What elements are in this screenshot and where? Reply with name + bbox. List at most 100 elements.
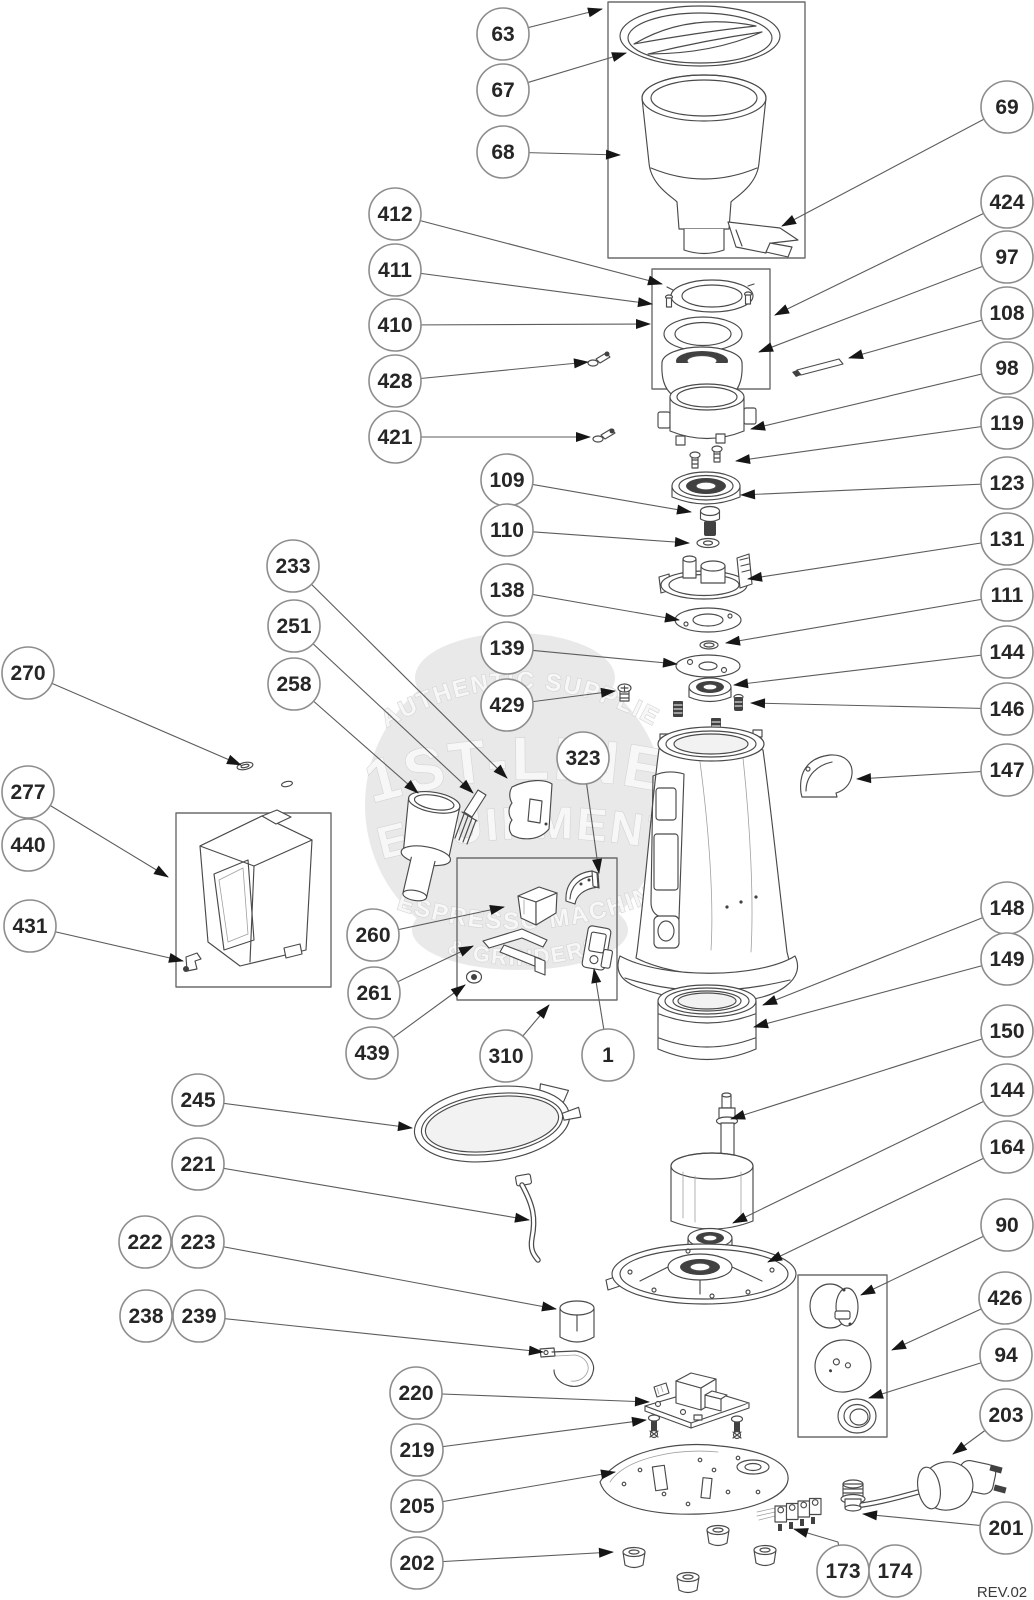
leader-411	[394, 269, 653, 308]
callout-label-223: 223	[180, 1231, 215, 1254]
callout-circle-258	[267, 657, 321, 711]
pcb-screws-drawing	[647, 1414, 744, 1440]
flap-drawing-323	[565, 870, 600, 905]
callout-119: 119	[980, 396, 1034, 450]
callout-circle-108	[980, 286, 1034, 340]
hopper-drawing	[641, 74, 767, 255]
callout-201: 201	[979, 1501, 1033, 1555]
callout-277: 277	[1, 765, 55, 819]
callout-label-251: 251	[276, 615, 311, 638]
callout-label-260: 260	[355, 924, 390, 947]
callout-circle-251	[267, 599, 321, 653]
oring-drawing	[699, 640, 719, 650]
leader-90	[860, 1224, 1008, 1296]
callout-67: 67	[476, 63, 530, 117]
callout-238: 238	[119, 1289, 173, 1343]
leader-412	[394, 213, 663, 286]
disc-drawing-139	[675, 654, 741, 678]
callout-circle-68	[476, 125, 530, 179]
callout-111: 111	[980, 568, 1034, 622]
leader-205	[416, 1469, 616, 1507]
callout-label-138: 138	[489, 579, 524, 602]
callout-circle-220	[389, 1366, 443, 1420]
callout-139: 139	[480, 621, 534, 675]
callout-164: 164	[980, 1120, 1034, 1174]
supplier-watermark: AUTHENTIC SUPPLIER 1ST-LINE EQUIPMENT ES…	[0, 0, 679, 971]
clamp-drawing	[539, 1347, 595, 1387]
callout-label-67: 67	[491, 79, 514, 102]
callout-label-431: 431	[12, 915, 47, 938]
callout-147: 147	[980, 743, 1034, 797]
leader-220	[415, 1392, 650, 1407]
leader-139	[506, 647, 678, 668]
callout-label-258: 258	[276, 673, 311, 696]
callout-circle-223	[171, 1215, 225, 1269]
callout-circle-67	[476, 63, 530, 117]
callout-108: 108	[980, 286, 1034, 340]
callout-63: 63	[476, 7, 530, 61]
callout-310: 310	[479, 1029, 533, 1083]
callout-label-119: 119	[990, 412, 1024, 435]
screw-drawing-146	[733, 693, 744, 711]
leader-lines	[27, 7, 1008, 1572]
seal-ring-drawing	[663, 316, 743, 352]
grounds-bin-box	[175, 812, 332, 988]
callout-323: 323	[556, 731, 610, 785]
leader-69	[781, 106, 1008, 227]
comb-drawing	[508, 780, 553, 840]
callout-circle-238	[119, 1289, 173, 1343]
leader-277	[27, 791, 169, 878]
callout-circle-261	[347, 966, 401, 1020]
callout-440: 440	[1, 818, 55, 872]
callout-410: 410	[368, 298, 422, 352]
callout-260: 260	[346, 908, 400, 962]
callout-circle-147	[980, 743, 1034, 797]
leader-98	[750, 367, 1008, 431]
callout-label-139: 139	[489, 637, 524, 660]
callout-123: 123	[980, 456, 1034, 510]
bean-gate-drawing	[727, 221, 799, 258]
callout-label-219: 219	[399, 1439, 434, 1462]
callout-circle-138	[480, 563, 534, 617]
callout-circle-411	[368, 243, 422, 297]
callout-circle-424	[980, 175, 1034, 229]
hopper-lid-drawing	[619, 5, 781, 67]
leader-123	[740, 482, 1008, 500]
callout-258: 258	[267, 657, 321, 711]
clip-screw-drawing-428	[587, 351, 611, 367]
callout-245: 245	[171, 1073, 225, 1127]
callout-label-1: 1	[602, 1044, 614, 1067]
callout-circle-277	[1, 765, 55, 819]
leader-270	[27, 672, 242, 766]
timer-knob-drawing	[809, 1283, 859, 1329]
callout-circle-440	[1, 818, 55, 872]
callout-97: 97	[980, 230, 1034, 284]
leader-149	[753, 958, 1008, 1029]
callout-429: 429	[480, 678, 534, 732]
callout-circle-412	[368, 187, 422, 241]
callout-68: 68	[476, 125, 530, 179]
leader-202	[416, 1547, 614, 1564]
callout-148: 148	[980, 881, 1034, 935]
bottom-bell-drawing	[605, 1243, 797, 1305]
callout-label-97: 97	[995, 246, 1018, 269]
callout-label-245: 245	[180, 1089, 215, 1112]
callout-251: 251	[267, 599, 321, 653]
callout-circle-245	[171, 1073, 225, 1127]
callout-label-205: 205	[399, 1495, 434, 1518]
callout-label-426: 426	[987, 1287, 1022, 1310]
callout-label-323: 323	[565, 747, 600, 770]
callout-222: 222	[118, 1215, 172, 1269]
bracket-drawing-261	[482, 928, 548, 976]
callout-label-238: 238	[128, 1305, 163, 1328]
callout-label-421: 421	[377, 426, 412, 449]
callout-circle-233	[266, 539, 320, 593]
callout-426: 426	[978, 1271, 1032, 1325]
callout-circle-431	[3, 899, 57, 953]
inner-parts-box	[456, 857, 618, 1001]
callout-219: 219	[390, 1423, 444, 1477]
leader-245	[197, 1099, 413, 1132]
callout-label-429: 429	[489, 694, 524, 717]
leader-131	[747, 538, 1008, 582]
power-cord-drawing	[859, 1488, 925, 1508]
